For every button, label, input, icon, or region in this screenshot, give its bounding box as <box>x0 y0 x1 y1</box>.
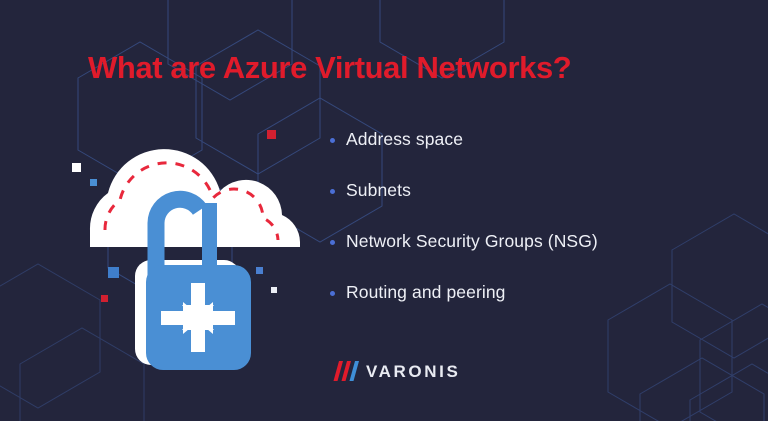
bullet-label: Subnets <box>346 180 411 200</box>
deco-square-blue-3 <box>256 267 263 274</box>
bullet-label: Routing and peering <box>346 282 506 302</box>
bullet-dot-icon <box>330 240 335 245</box>
bullet-dot-icon <box>330 189 335 194</box>
deco-square-red-2 <box>267 130 276 139</box>
arrow-left-icon <box>194 302 235 334</box>
varonis-logo: VARONIS <box>333 361 460 381</box>
deco-square-white-2 <box>271 287 277 293</box>
bullet-dot-icon <box>330 138 335 143</box>
varonis-logo-mark <box>333 361 359 381</box>
list-item: Network Security Groups (NSG) <box>330 230 730 281</box>
page-title: What are Azure Virtual Networks? <box>88 50 572 85</box>
deco-square-blue-1 <box>90 179 97 186</box>
cloud-with-padlock-illustration <box>89 149 300 370</box>
deco-square-blue-2 <box>108 267 119 278</box>
bullet-label: Network Security Groups (NSG) <box>346 231 598 251</box>
varonis-wordmark: VARONIS <box>366 361 461 381</box>
deco-square-white-1 <box>72 163 81 172</box>
deco-square-red-1 <box>101 295 108 302</box>
arrow-right-icon <box>161 302 202 334</box>
padlock-icon <box>146 190 251 370</box>
bullet-list: Address space Subnets Network Security G… <box>330 128 730 332</box>
list-item: Subnets <box>330 179 730 230</box>
bullet-label: Address space <box>346 129 464 149</box>
bullet-dot-icon <box>330 291 335 296</box>
list-item: Routing and peering <box>330 281 730 332</box>
list-item: Address space <box>330 128 730 179</box>
